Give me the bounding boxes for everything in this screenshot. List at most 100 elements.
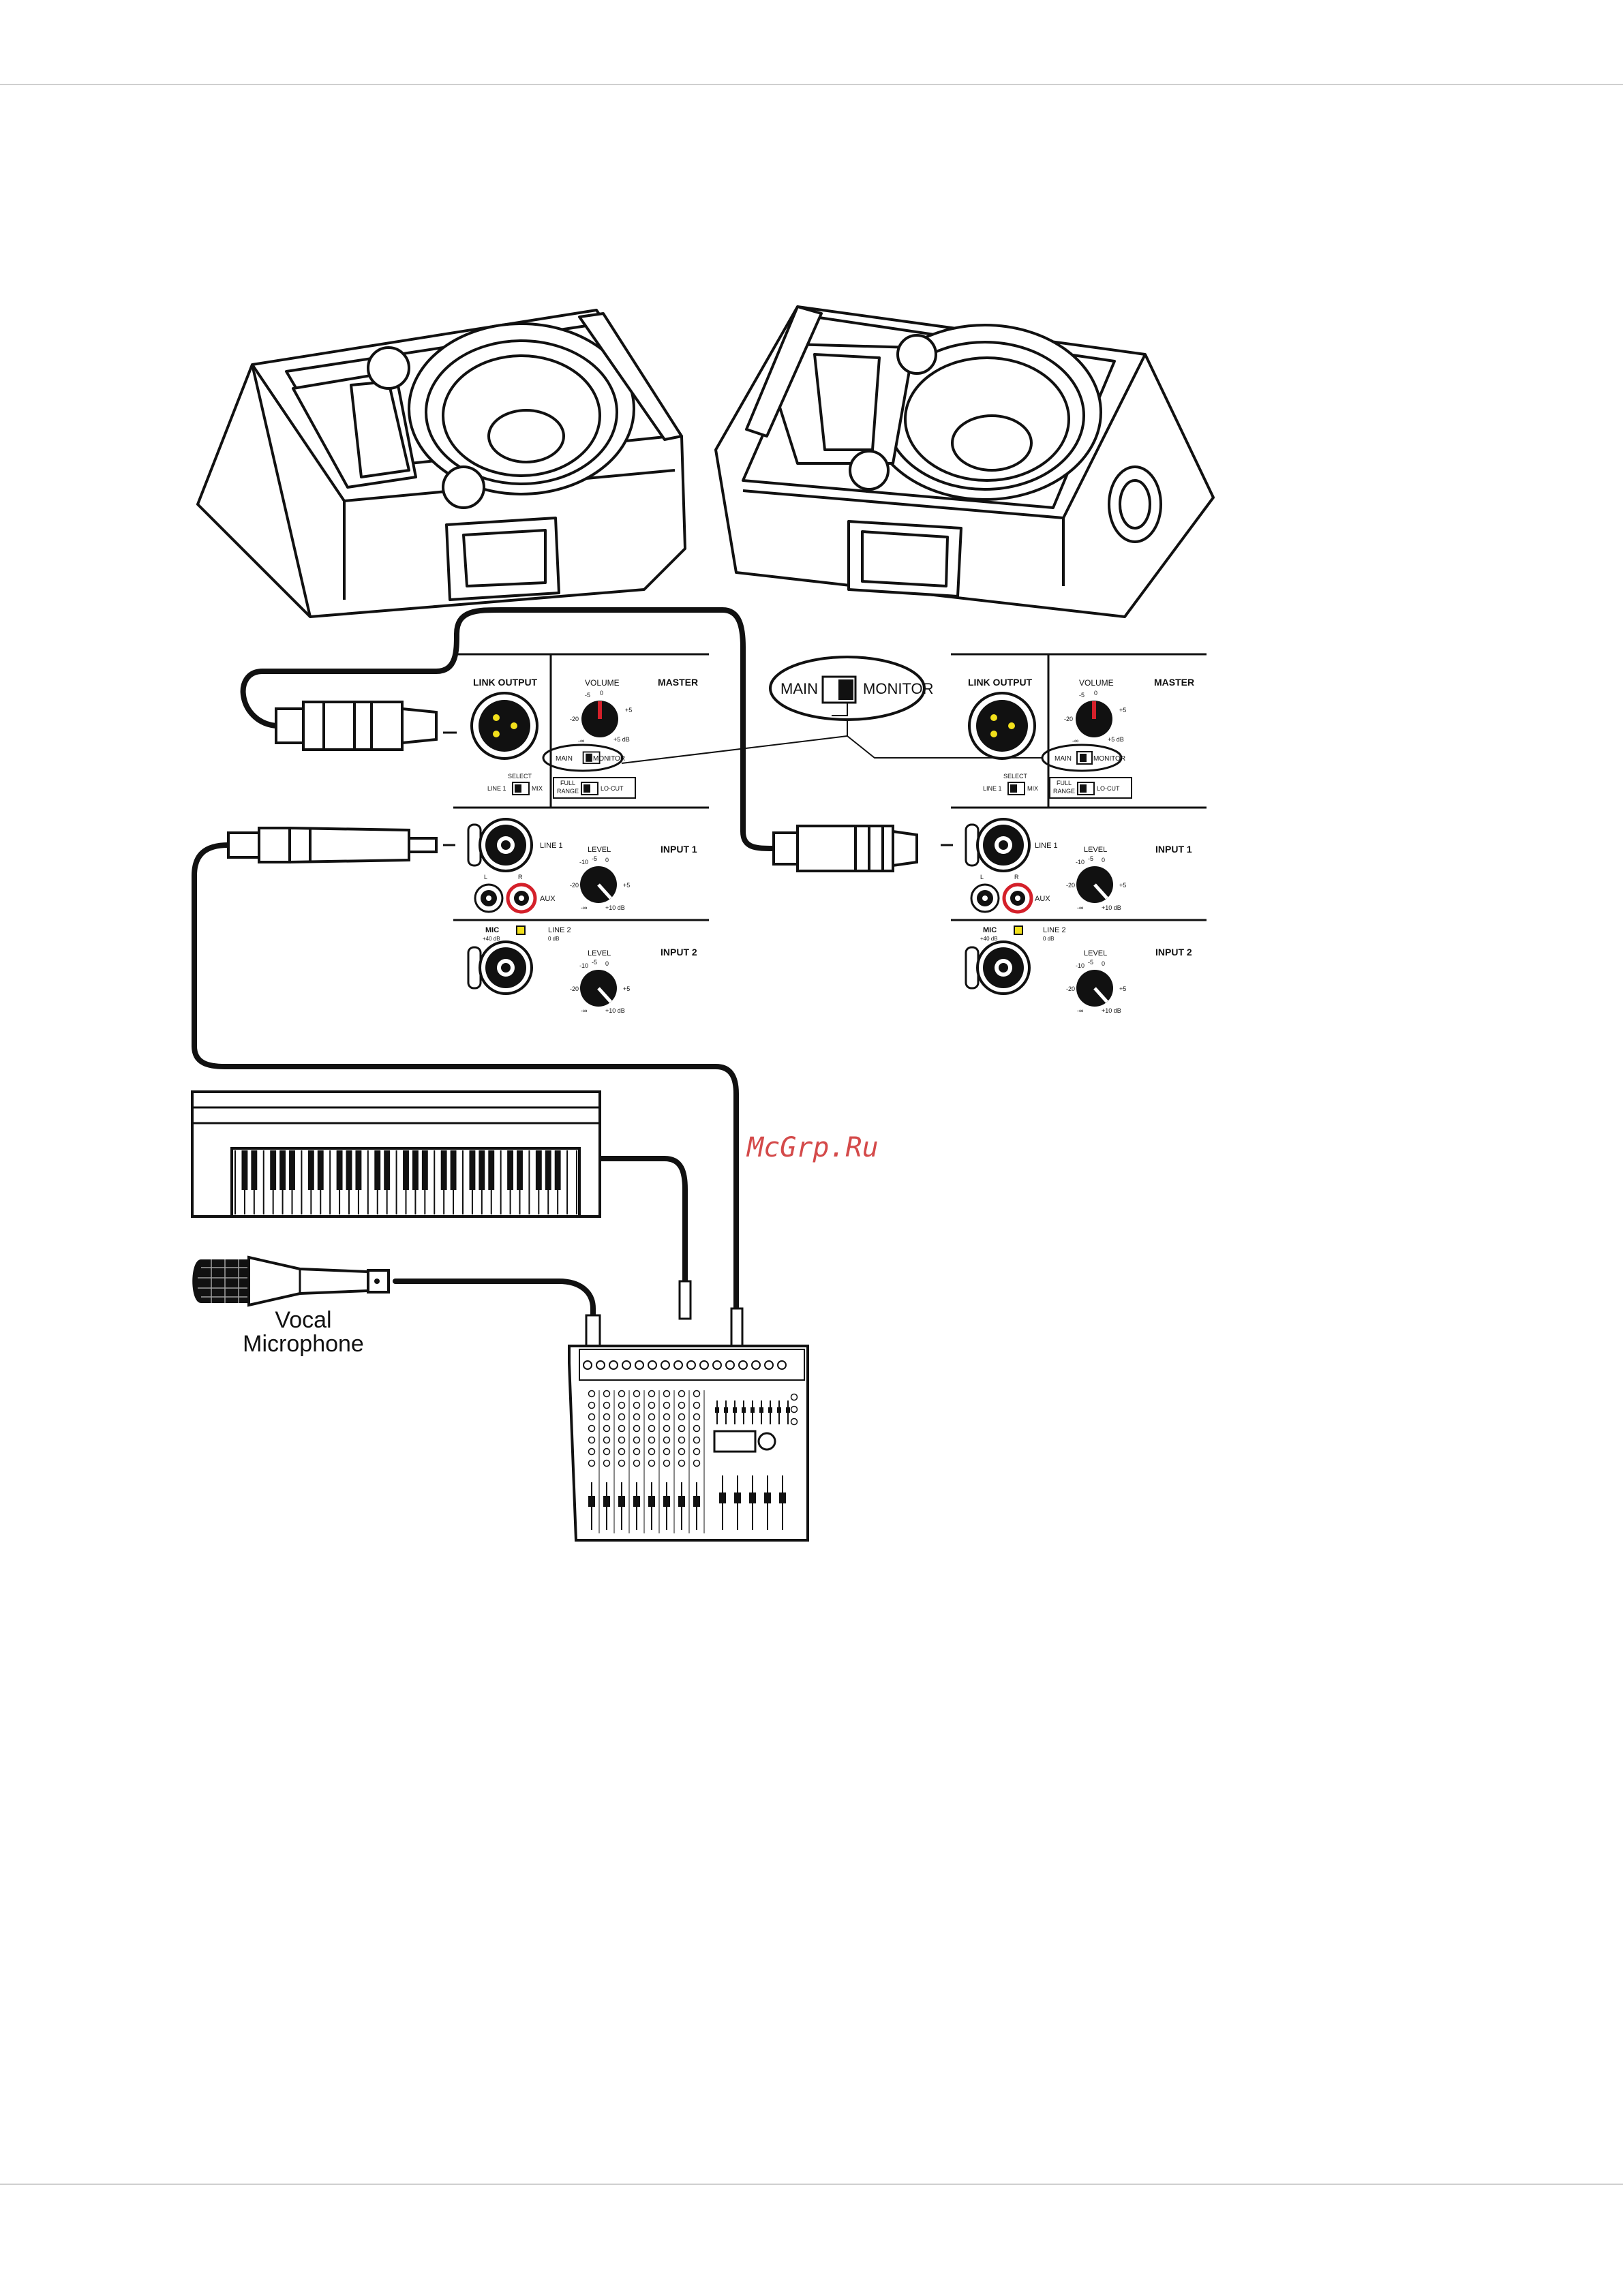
right-lvl2-tick: 0 <box>1102 960 1105 967</box>
left-lvl-tick: +5 <box>623 882 630 889</box>
right-input1-level-knob[interactable] <box>1076 866 1113 903</box>
right-line1-label: LINE 1 <box>1035 842 1058 850</box>
left-lvl-tick: -20 <box>570 882 579 889</box>
right-mic-db: +40 dB <box>980 936 998 942</box>
right-input1-combo-jack[interactable] <box>965 818 1031 872</box>
left-vol-tick: -5 <box>585 692 590 699</box>
right-input2-label: INPUT 2 <box>1155 947 1192 958</box>
watermark: McGrp.Ru <box>746 1132 879 1163</box>
right-vol-tick: -20 <box>1064 716 1073 722</box>
right-input2-combo-jack[interactable] <box>965 940 1031 995</box>
left-aux-l-jack[interactable] <box>474 883 504 913</box>
left-lvl-tick: -5 <box>592 855 597 862</box>
left-full-label: FULL <box>560 780 575 786</box>
right-vol-tick: +5 <box>1119 707 1126 714</box>
right-full-label: FULL <box>1057 780 1072 786</box>
right-lvl2-tick: -5 <box>1088 959 1093 966</box>
right-input2-level-knob[interactable] <box>1076 970 1113 1007</box>
right-control-panel: LINK OUTPUT MASTER VOLUME -5 0 -20 +5 -∞… <box>941 653 1207 1014</box>
mixer-input-plugs <box>585 1280 744 1347</box>
right-lvl2-tick: -20 <box>1066 985 1075 992</box>
right-locut-label: LO-CUT <box>1097 785 1120 792</box>
left-input2-combo-jack[interactable] <box>467 940 533 995</box>
main-monitor-callout: MAIN MONITOR <box>621 656 1043 764</box>
left-input1-combo-jack[interactable] <box>467 818 533 872</box>
right-lvl-tick: -10 <box>1076 859 1084 866</box>
left-level-label: LEVEL <box>588 846 611 854</box>
right-aux-label: AUX <box>1035 895 1050 903</box>
keyboard <box>191 1090 601 1218</box>
mixer-channel-strips <box>583 1360 798 1533</box>
left-input2-level-knob[interactable] <box>580 970 617 1007</box>
mic-label-vocal: Vocal <box>275 1307 331 1333</box>
left-link-output-xlr[interactable] <box>470 692 539 760</box>
left-vol-tick: +5 <box>625 707 632 714</box>
mic-label-microphone: Microphone <box>243 1331 364 1357</box>
left-lvl2-tick: -5 <box>592 959 597 966</box>
right-vol-tick: -5 <box>1079 692 1084 699</box>
left-aux-r-jack[interactable] <box>506 883 537 914</box>
jack-plug-left <box>227 826 438 864</box>
right-main-label: MAIN <box>1055 755 1072 763</box>
right-level2-label: LEVEL <box>1084 949 1107 958</box>
left-mic-label: MIC <box>485 926 499 934</box>
xlr-male-plug-right <box>772 825 918 872</box>
right-monitor-label: MONITOR <box>1093 755 1125 763</box>
left-vol-tick: -20 <box>570 716 579 722</box>
right-line2-label: LINE 2 <box>1043 926 1066 934</box>
left-lvl-tick: -10 <box>579 859 588 866</box>
left-vol-tick: +5 dB <box>613 736 630 743</box>
right-aux-l-jack[interactable] <box>970 883 1000 913</box>
right-aux-l-label: L <box>980 874 984 881</box>
left-input1-level-knob[interactable] <box>580 866 617 903</box>
left-aux-r-label: R <box>518 874 523 881</box>
vocal-microphone <box>192 1255 390 1307</box>
cables <box>192 607 776 1318</box>
callout-monitor-label: MONITOR <box>863 680 933 697</box>
right-vol-tick: +5 dB <box>1108 736 1124 743</box>
right-input1-label: INPUT 1 <box>1155 844 1192 855</box>
left-line2-label: LINE 2 <box>548 926 571 934</box>
right-master-label: MASTER <box>1154 677 1194 688</box>
right-aux-r-jack[interactable] <box>1002 883 1033 914</box>
right-volume-knob[interactable] <box>1076 701 1112 737</box>
left-level2-label: LEVEL <box>588 949 611 958</box>
left-main-label: MAIN <box>556 755 573 763</box>
left-lvl2-tick: +5 <box>623 985 630 992</box>
right-line2-db: 0 dB <box>1043 936 1054 942</box>
left-mic-line-led <box>516 925 526 935</box>
right-lvl-tick: +5 <box>1119 882 1126 889</box>
left-locut-label: LO-CUT <box>601 785 624 792</box>
left-line2-db: 0 dB <box>548 936 559 942</box>
left-speaker <box>196 309 686 618</box>
left-aux-l-label: L <box>484 874 487 881</box>
right-select-label: SELECT <box>1003 773 1028 780</box>
left-volume-label: VOLUME <box>585 678 620 688</box>
right-link-output-xlr[interactable] <box>968 692 1036 760</box>
right-aux-r-label: R <box>1014 874 1019 881</box>
right-speaker <box>714 305 1215 618</box>
left-lvl2-tick: -20 <box>570 985 579 992</box>
left-lvl2-tick: -∞ <box>581 1007 587 1014</box>
right-mix-label: MIX <box>1027 785 1038 792</box>
xlr-male-plug-left <box>275 701 438 751</box>
right-line1-sel-label: LINE 1 <box>983 785 1002 792</box>
callout-main-label: MAIN <box>780 680 818 697</box>
right-lvl2-tick: +10 dB <box>1102 1007 1121 1014</box>
right-lvl2-tick: -∞ <box>1077 1007 1083 1014</box>
left-monitor-label: MONITOR <box>593 755 625 763</box>
left-mic-db: +40 dB <box>483 936 500 942</box>
right-main-monitor-switch[interactable] <box>1076 751 1093 765</box>
left-volume-knob[interactable] <box>581 701 618 737</box>
left-vol-tick: 0 <box>600 690 603 697</box>
right-level-label: LEVEL <box>1084 846 1107 854</box>
left-lvl-tick: -∞ <box>581 904 587 911</box>
left-select-label: SELECT <box>508 773 532 780</box>
right-lvl2-tick: -10 <box>1076 962 1084 969</box>
left-line1-sel-label: LINE 1 <box>487 785 506 792</box>
right-lvl-tick: -5 <box>1088 855 1093 862</box>
right-volume-label: VOLUME <box>1079 678 1114 688</box>
left-control-panel: LINK OUTPUT MASTER VOLUME -5 0 -20 +5 -∞… <box>443 653 709 1014</box>
left-range-label: RANGE <box>557 788 579 795</box>
